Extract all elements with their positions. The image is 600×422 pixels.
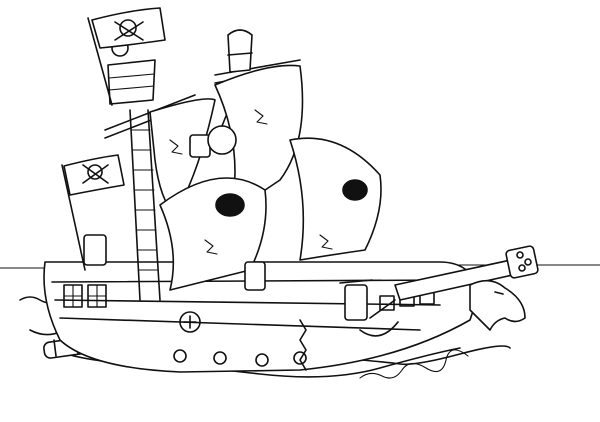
skull-and-crossbones-flags xyxy=(61,7,166,271)
cannonball-bomb xyxy=(207,115,237,155)
front-cannon xyxy=(394,245,539,301)
crows-nest xyxy=(107,39,156,105)
anchor-and-chain xyxy=(299,299,399,371)
dragon-figurehead xyxy=(469,279,526,331)
sails-with-skull-emblems xyxy=(149,64,382,291)
pirate-figures xyxy=(83,134,373,321)
rear-mast-top xyxy=(227,29,253,73)
